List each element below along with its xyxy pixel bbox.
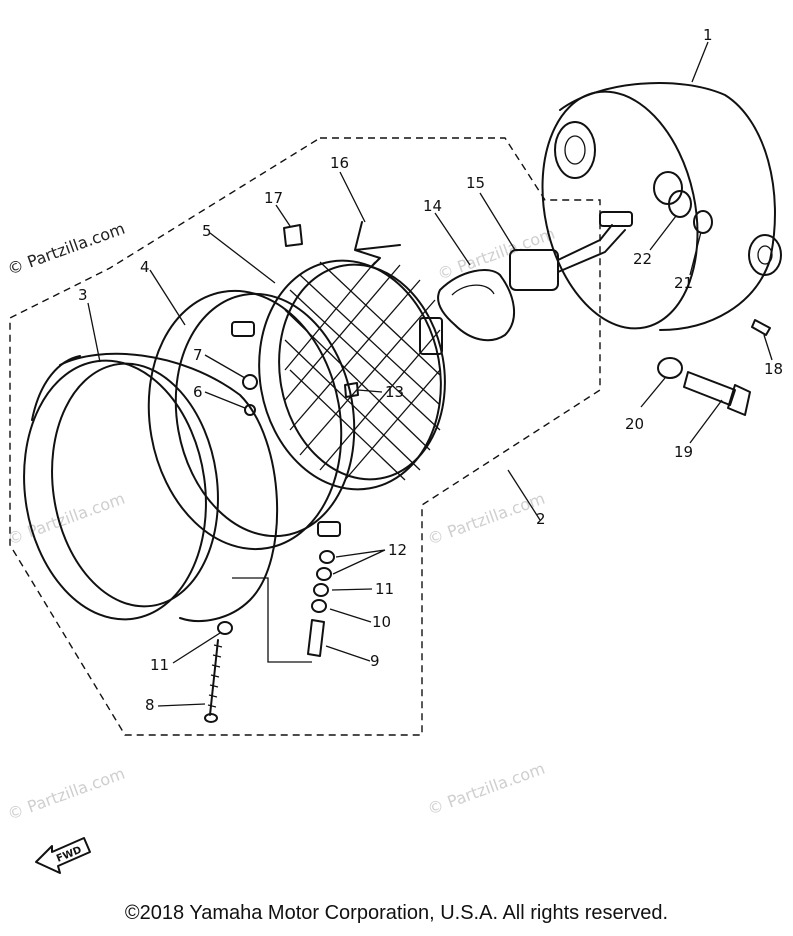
part-13-clip — [344, 382, 359, 398]
callout-14: 14 — [423, 197, 442, 215]
callout-11-lower: 11 — [150, 656, 169, 674]
callout-15: 15 — [466, 174, 485, 192]
part-4-mounting-ring — [147, 289, 356, 551]
callout-21: 21 — [674, 274, 693, 292]
callout-18: 18 — [764, 360, 783, 378]
callout-1: 1 — [703, 26, 713, 44]
part-3-rim — [23, 352, 279, 622]
watermark: © Partzilla.com — [435, 224, 558, 284]
callout-11-upper: 11 — [375, 580, 394, 598]
part-9-spacer — [307, 619, 325, 657]
leader-lines — [87, 41, 773, 707]
callout-12: 12 — [388, 541, 407, 559]
part-12-nut-a — [316, 567, 332, 581]
callout-10: 10 — [372, 613, 391, 631]
callout-17: 17 — [264, 189, 283, 207]
callout-20: 20 — [625, 415, 644, 433]
part-22-grommet — [668, 190, 692, 218]
watermarks: © Partzilla.com © Partzilla.com © Partzi… — [5, 219, 558, 824]
part-12-nut-b — [319, 550, 335, 564]
screw-bracket — [232, 577, 312, 663]
part-8-adjusting-screw — [204, 639, 223, 723]
watermark: © Partzilla.com — [425, 759, 548, 819]
part-21-washer — [693, 210, 713, 234]
callout-9: 9 — [370, 652, 380, 670]
part-16-spring — [354, 221, 401, 267]
part-19-bolt — [683, 371, 751, 416]
watermark: © Partzilla.com — [425, 489, 548, 549]
copyright-notice: ©2018 Yamaha Motor Corporation, U.S.A. A… — [124, 902, 669, 924]
callout-19: 19 — [674, 443, 693, 461]
part-6-screw — [244, 404, 256, 416]
part-20-washer — [657, 357, 683, 379]
callout-6: 6 — [193, 383, 203, 401]
callout-13: 13 — [385, 383, 404, 401]
part-14-boot — [437, 269, 516, 342]
callout-2: 2 — [536, 510, 546, 528]
callout-22: 22 — [633, 250, 652, 268]
callout-8: 8 — [145, 696, 155, 714]
part-11-nut-upper — [313, 583, 329, 597]
callout-numbers: 1 2 3 4 5 6 7 8 9 10 11 11 12 13 14 15 1… — [78, 26, 783, 714]
lens-crosshatch — [284, 261, 441, 481]
part-17-plate — [283, 224, 303, 247]
callout-4: 4 — [140, 258, 150, 276]
watermark: © Partzilla.com — [5, 764, 128, 824]
assembly-2-boundary — [9, 137, 601, 736]
part-15-connector — [509, 211, 633, 291]
part-11-nut-lower — [217, 621, 233, 635]
watermark: © Partzilla.com — [5, 219, 128, 279]
fwd-arrow-icon: FWD — [35, 837, 91, 874]
part-7-nut — [242, 374, 258, 390]
part-10-washer — [311, 599, 327, 613]
callout-3: 3 — [78, 286, 88, 304]
part-5-lens — [258, 259, 446, 491]
callout-16: 16 — [330, 154, 349, 172]
callout-7: 7 — [193, 346, 203, 364]
part-1-housing — [541, 82, 782, 331]
part-18-screw — [751, 319, 771, 336]
callout-5: 5 — [202, 222, 212, 240]
